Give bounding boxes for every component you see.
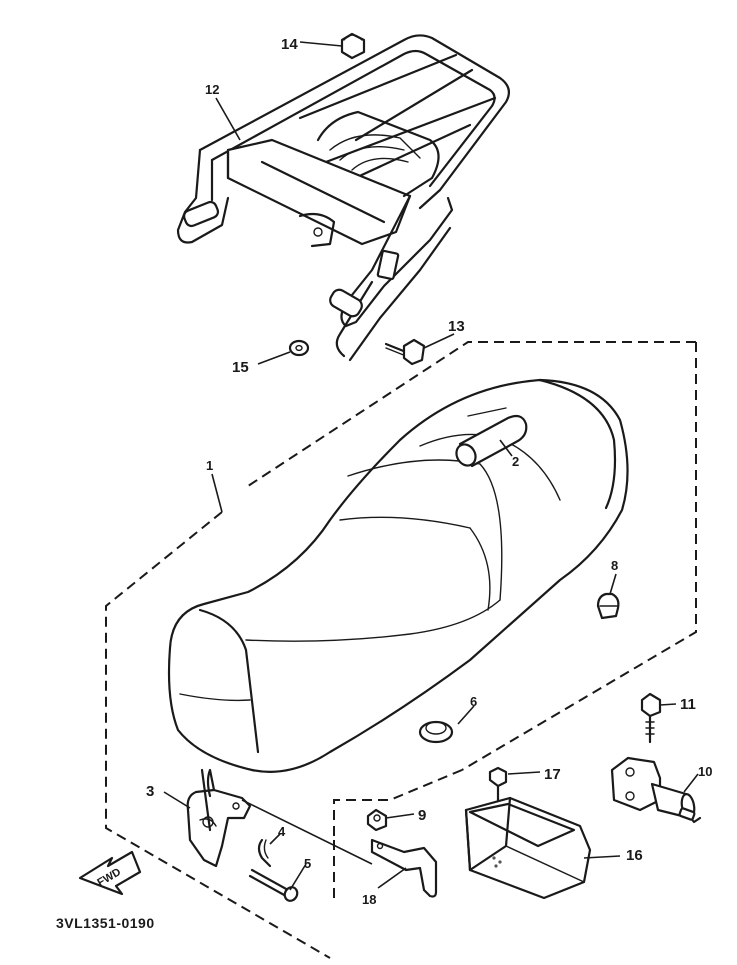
fwd-arrow: FWD	[78, 850, 142, 896]
callout-13: 13	[448, 318, 465, 335]
callout-8: 8	[611, 558, 618, 573]
hinge-bracket-3	[186, 768, 252, 868]
tray-16	[464, 796, 592, 900]
washer-15	[288, 339, 310, 357]
clip-4	[257, 838, 272, 868]
callout-6: 6	[470, 694, 477, 709]
callout-15: 15	[232, 359, 249, 376]
damper-6	[418, 720, 454, 744]
callout-5: 5	[304, 856, 311, 871]
cap-nut-14	[340, 32, 366, 60]
callout-4: 4	[278, 824, 286, 839]
carrier-rack	[176, 34, 511, 362]
callout-16: 16	[626, 847, 643, 864]
callout-1: 1	[206, 458, 213, 473]
stay-18	[370, 838, 438, 898]
drawing-code: 3VL1351-0190	[56, 915, 155, 931]
seat-assembly-outline	[105, 341, 697, 959]
callout-2: 2	[512, 454, 519, 469]
damper-8	[596, 592, 620, 620]
nut-9	[366, 808, 388, 832]
callout-14: 14	[281, 36, 298, 53]
callout-11: 11	[680, 696, 696, 713]
callout-18: 18	[362, 892, 376, 907]
bolt-13	[384, 338, 426, 366]
seat-stopper-2	[455, 407, 528, 468]
callout-17: 17	[544, 766, 561, 783]
callout-10: 10	[698, 764, 712, 779]
leader-lines	[163, 41, 699, 891]
pin-5	[248, 868, 299, 902]
callout-12: 12	[205, 82, 219, 97]
seat-lock-10	[610, 756, 702, 824]
callout-3: 3	[146, 783, 154, 800]
bolt-11	[640, 692, 662, 744]
callout-9: 9	[418, 807, 426, 824]
